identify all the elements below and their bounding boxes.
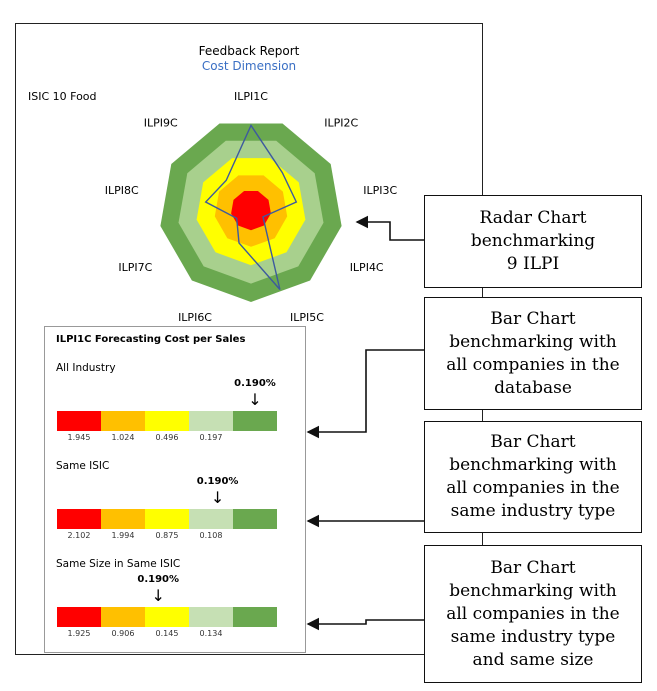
- radar-axis-label: ILPI7C: [118, 261, 152, 274]
- bar-segment: [189, 509, 233, 529]
- callout-line: all companies in the: [446, 603, 620, 624]
- bar-segment: [57, 411, 101, 431]
- callout-line: Bar Chart: [490, 308, 576, 329]
- bar-threshold-values: 2.102 1.994 0.875 0.108: [57, 531, 277, 540]
- bar-segment: [145, 411, 189, 431]
- callout-line: database: [494, 377, 572, 398]
- bar-segment: [233, 411, 277, 431]
- radar-axis-label: ILPI5C: [290, 311, 324, 324]
- connector-arrow: [355, 215, 424, 241]
- report-subtitle: Cost Dimension: [201, 59, 297, 73]
- callout-line: same industry type: [450, 626, 616, 647]
- callout-line: Bar Chart: [490, 557, 576, 578]
- threshold-value: 1.925: [67, 629, 91, 638]
- callout-line: benchmarking with: [449, 580, 617, 601]
- connector-arrow: [306, 349, 424, 439]
- bar-segment: [57, 607, 101, 627]
- threshold-value: 0.134: [199, 629, 223, 638]
- radar-chart: ILPI1C ILPI2C ILPI3C ILPI4C ILPI5C ILPI6C ILPI…: [105, 90, 398, 324]
- callout-line: same industry type: [450, 501, 616, 521]
- radar-axis-label: ILPI6C: [178, 311, 212, 324]
- callout-line: all companies in the: [446, 478, 620, 498]
- arrow-down-icon: ↓: [248, 390, 262, 409]
- bar-segment: [233, 509, 277, 529]
- callout-line: Radar Chart: [479, 208, 587, 228]
- radar-axis-label: ILPI3C: [363, 184, 397, 197]
- threshold-value: 0.906: [111, 629, 135, 638]
- bar-segment: [233, 607, 277, 627]
- threshold-value: 1.994: [111, 531, 135, 540]
- arrow-down-icon: ↓: [210, 488, 225, 507]
- bar-segment: [145, 607, 189, 627]
- bar-chart-panel: ILPI1C Forecasting Cost per Sales All In…: [44, 326, 306, 653]
- threshold-value: 1.024: [111, 433, 135, 442]
- benchmark-bar: [57, 607, 277, 627]
- benchmark-bar: [57, 411, 277, 431]
- report-title: Feedback Report: [198, 44, 300, 58]
- callout-box: Radar Chart benchmarking 9 ILPI: [424, 195, 642, 288]
- threshold-value: 0.145: [155, 629, 179, 638]
- bar-panel-title: ILPI1C Forecasting Cost per Sales: [56, 334, 246, 345]
- bar-segment: [101, 509, 145, 529]
- bar-threshold-values: 1.925 0.906 0.145 0.134: [57, 629, 277, 638]
- radar-band-5: [231, 191, 271, 231]
- bar-section-label: Same ISIC: [56, 460, 110, 472]
- bar-segment: [57, 509, 101, 529]
- bar-segment: [189, 607, 233, 627]
- arrow-down-icon: ↓: [151, 586, 165, 605]
- threshold-value: 0.875: [155, 531, 179, 540]
- benchmark-bar: [57, 509, 277, 529]
- benchmark-value-label: 0.190%: [196, 476, 239, 487]
- callout-box: Bar Chart benchmarking with all companies …: [424, 421, 642, 533]
- feedback-report-panel: Feedback Report Cost Dimension ISIC 10 F…: [15, 23, 483, 655]
- threshold-value: 1.945: [67, 433, 91, 442]
- bar-section-label: All Industry: [56, 362, 116, 374]
- bar-segment: [101, 411, 145, 431]
- benchmark-value-label: 0.190%: [234, 378, 276, 389]
- callout-line: and same size: [472, 649, 594, 670]
- radar-axis-label: ILPI2C: [324, 117, 358, 130]
- bar-segment: [145, 509, 189, 529]
- threshold-value: 0.108: [199, 531, 223, 540]
- callout-line: Bar Chart: [490, 432, 576, 452]
- radar-axis-label: ILPI9C: [144, 117, 178, 130]
- callout-line: benchmarking with: [449, 331, 617, 352]
- radar-axis-label: ILPI8C: [105, 184, 139, 197]
- callout-line: benchmarking with: [449, 455, 617, 475]
- industry-label: ISIC 10 Food: [28, 90, 97, 103]
- callout-line: 9 ILPI: [506, 254, 560, 274]
- connector-arrow: [306, 617, 424, 631]
- bar-segment: [189, 411, 233, 431]
- radar-axis-label: ILPI4C: [350, 261, 384, 274]
- radar-series-line: [204, 123, 298, 290]
- bar-threshold-values: 1.945 1.024 0.496 0.197: [57, 433, 277, 442]
- threshold-value: 0.496: [155, 433, 179, 442]
- bar-section-label: Same Size in Same ISIC: [56, 558, 181, 570]
- bar-segment: [101, 607, 145, 627]
- callout-line: all companies in the: [446, 354, 620, 375]
- radar-axis-label: ILPI1C: [234, 90, 268, 103]
- threshold-value: 2.102: [67, 531, 91, 540]
- benchmark-value-label: 0.190%: [137, 574, 180, 585]
- callout-line: benchmarking: [470, 231, 596, 251]
- threshold-value: 0.197: [199, 433, 223, 442]
